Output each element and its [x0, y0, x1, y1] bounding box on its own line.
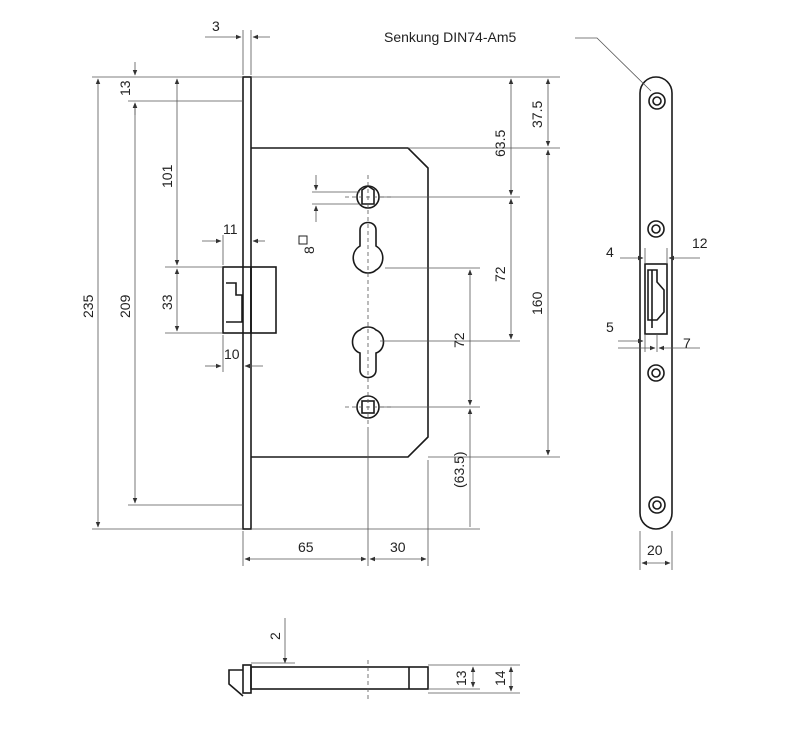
front-dimensions: 3 13 235 209 101 33 11 10 — [80, 18, 560, 566]
dim-overall-thickness: 14 — [492, 670, 508, 686]
faceplate — [242, 76, 252, 530]
bottom-view: 2 13 14 — [228, 618, 520, 700]
faceplate-view: Senkung DIN74-Am5 4 12 5 7 20 — [384, 29, 708, 570]
dim-strike-bottom-left: 5 — [606, 319, 614, 335]
dim-square-follower: 8 — [301, 246, 317, 254]
dim-latch-projection: 11 — [223, 221, 238, 237]
fixing-hole-bottom — [648, 496, 666, 514]
dim-overall-height: 235 — [80, 294, 96, 318]
latch-front — [644, 263, 668, 335]
dim-follower-to-bottom: (63.5) — [451, 451, 467, 488]
dim-fixing-spacing: 209 — [117, 294, 133, 318]
fixing-hole-upper — [647, 220, 665, 238]
latch-top — [228, 669, 244, 697]
dim-bottom-projection: 2 — [267, 632, 283, 640]
dim-follower-from-top: 63.5 — [492, 130, 508, 157]
countersink-note: Senkung DIN74-Am5 — [384, 29, 517, 45]
lock-case — [251, 147, 429, 458]
dim-top-offset: 13 — [117, 80, 133, 96]
latch-bolt — [222, 266, 277, 334]
dim-case-height: 160 — [529, 291, 545, 315]
dim-faceplate-thickness: 3 — [212, 18, 220, 34]
dim-faceplate-width: 20 — [647, 542, 663, 558]
dim-latch-depth: 10 — [224, 346, 240, 362]
case-body-top — [250, 666, 429, 690]
dim-backset: 65 — [298, 539, 314, 555]
dim-strike-left-offset: 4 — [606, 244, 614, 260]
lower-keyhole — [351, 326, 385, 379]
dim-hole-to-case-top: 37.5 — [529, 101, 545, 128]
dim-latch-height: 33 — [159, 294, 175, 310]
dim-keyhole-to-follower: 72 — [451, 332, 467, 348]
dim-strike-bottom-right: 7 — [683, 335, 691, 351]
fixing-hole-top — [648, 92, 666, 110]
faceplate-outline — [639, 76, 673, 530]
fixing-hole-lower — [647, 364, 665, 382]
dim-case-thickness: 13 — [453, 670, 469, 686]
front-view — [222, 76, 429, 530]
upper-keyhole — [352, 221, 384, 274]
dim-case-rear: 30 — [390, 539, 406, 555]
dim-strike-right-offset: 12 — [692, 235, 708, 251]
dim-follower-to-keyhole: 72 — [492, 266, 508, 282]
square-symbol — [298, 235, 308, 245]
dim-latch-from-top: 101 — [159, 164, 175, 188]
